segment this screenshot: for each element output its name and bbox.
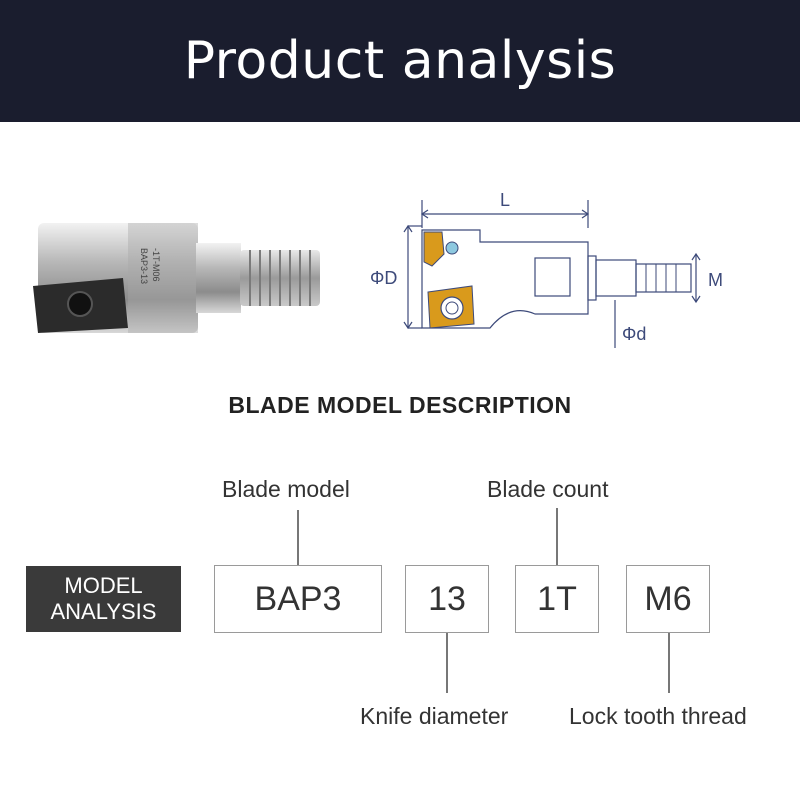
label-lock-tooth-thread: Lock tooth thread: [569, 703, 747, 729]
insert-top-icon: [423, 231, 445, 267]
label-knife-diameter: Knife diameter: [360, 703, 509, 729]
cutter-neck: [196, 243, 241, 313]
page-header: Product analysis: [0, 0, 800, 122]
model-analysis-badge: MODEL ANALYSIS: [26, 566, 181, 632]
connector-blade-count: [556, 508, 558, 565]
code-box-blade-count: 1T: [515, 565, 599, 633]
length-label: L: [500, 190, 510, 210]
technical-drawing: L ΦD M Φd: [370, 190, 723, 348]
badge-line-1: MODEL: [64, 573, 143, 598]
diameter-label: ΦD: [370, 268, 397, 288]
insert-screw-icon: [67, 291, 93, 317]
coolant-hole-icon: [445, 241, 459, 255]
cutter-outline: [421, 229, 589, 329]
badge-line-2: ANALYSIS: [50, 599, 157, 624]
product-photo: BAP3-13 -1T-M06: [33, 223, 320, 333]
connector-blade-model: [297, 510, 299, 565]
code-box-thread: M6: [626, 565, 710, 633]
engraving-line-2: -1T-M06: [151, 248, 161, 282]
label-blade-model: Blade model: [222, 476, 350, 502]
page-title: Product analysis: [183, 31, 617, 91]
connector-knife-diameter: [446, 633, 448, 693]
thread-label: M: [708, 270, 723, 290]
shank-label: Φd: [622, 324, 646, 344]
code-box-blade-model: BAP3: [214, 565, 382, 633]
label-blade-count: Blade count: [487, 476, 609, 502]
section-title: BLADE MODEL DESCRIPTION: [228, 392, 572, 418]
code-box-knife-diameter: 13: [405, 565, 489, 633]
engraving-line-1: BAP3-13: [139, 248, 149, 284]
connector-thread: [668, 633, 670, 693]
